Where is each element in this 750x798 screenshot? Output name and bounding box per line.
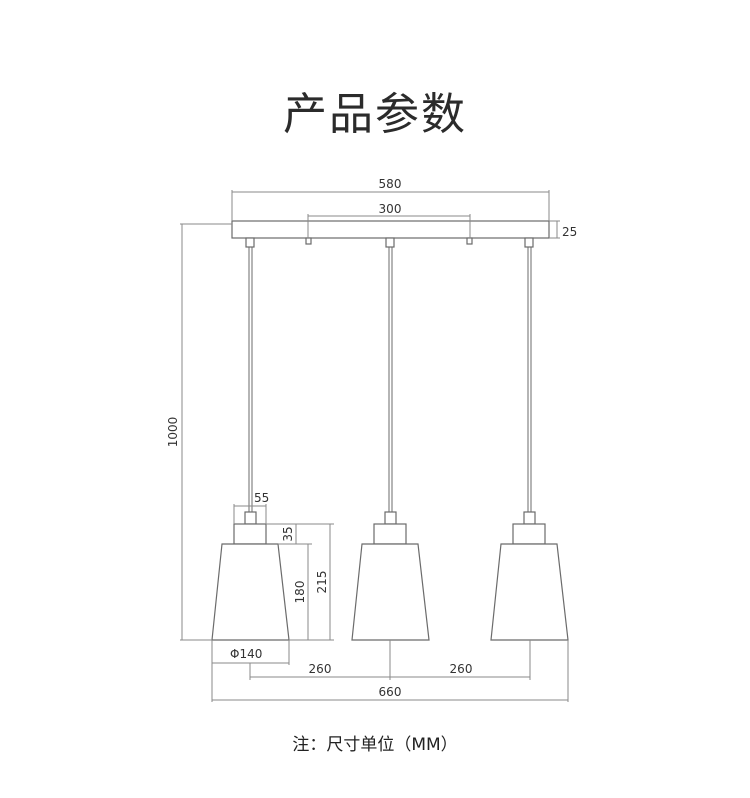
pendant-center xyxy=(351,237,430,641)
dimension-mount-spacing: 300 xyxy=(307,202,471,238)
dimension-lamp-height: 215 xyxy=(300,523,334,641)
dim-label-215: 215 xyxy=(315,571,329,594)
dimension-canopy-height: 25 xyxy=(549,220,577,239)
dim-label-1000: 1000 xyxy=(166,417,180,448)
unit-note: 注：尺寸单位（MM） xyxy=(292,735,458,755)
dimension-socket-width: 55 xyxy=(233,491,269,524)
dim-label-260-right: 260 xyxy=(450,662,473,676)
dim-label-phi140: Φ140 xyxy=(230,647,262,661)
dimension-overall-height: 1000 xyxy=(166,223,232,641)
dim-label-260-left: 260 xyxy=(309,662,332,676)
dim-label-580: 580 xyxy=(379,177,402,191)
dim-label-660: 660 xyxy=(379,685,402,699)
dim-label-25: 25 xyxy=(562,225,577,239)
dimension-socket-height: 35 xyxy=(266,523,300,545)
pendant-left xyxy=(211,237,290,641)
page-title: 产品参数 xyxy=(283,89,467,140)
dimension-shade-height: 180 xyxy=(278,543,312,641)
pendant-right xyxy=(490,237,569,641)
dimension-pendant-spacing: 260 260 xyxy=(249,640,531,680)
dimension-overall-width: 660 xyxy=(212,640,569,702)
dim-label-55: 55 xyxy=(254,491,269,505)
dim-label-300: 300 xyxy=(379,202,402,216)
dim-label-35: 35 xyxy=(281,526,295,541)
dimension-canopy-width: 580 xyxy=(231,177,550,221)
dim-label-180: 180 xyxy=(293,581,307,604)
